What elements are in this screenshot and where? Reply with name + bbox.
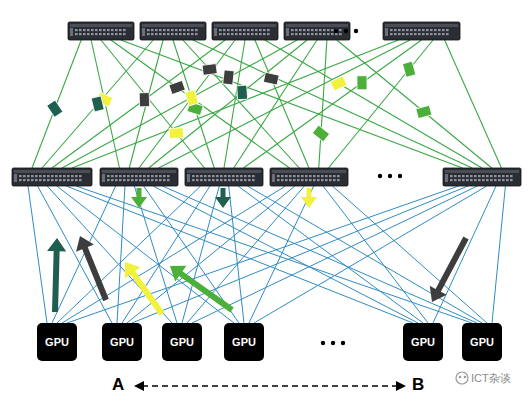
- endpoint-label: B: [412, 375, 424, 395]
- packet: [139, 93, 149, 107]
- gpu-box: GPU: [462, 323, 502, 361]
- leaf-gpu-link: [332, 186, 487, 323]
- packet: [47, 100, 63, 117]
- packet-layer: [47, 61, 432, 142]
- gpu-up-arrow: [170, 266, 234, 313]
- gpu-box: GPU: [162, 323, 202, 361]
- endpoint-label: A: [112, 375, 124, 395]
- spine-leaf-link: [72, 40, 398, 168]
- dashed-span-arrow: [134, 381, 406, 391]
- spine-switch: [212, 22, 278, 40]
- leaf-gpu-link: [62, 186, 286, 323]
- spine-leaf-link: [121, 40, 463, 168]
- leaf-gpu-link: [229, 186, 244, 323]
- leaf-gpu-link: [144, 186, 239, 323]
- leaf-down-arrow: [131, 188, 147, 208]
- switch-layer: [12, 22, 521, 186]
- leaf-gpu-link: [28, 186, 47, 323]
- spine-switch: [68, 22, 134, 40]
- leaf-gpu-link: [182, 186, 219, 323]
- leaf-switch: [100, 168, 178, 186]
- gpu-label: GPU: [411, 336, 435, 348]
- packet: [357, 76, 367, 90]
- gpu-label: GPU: [170, 336, 194, 348]
- packet: [185, 90, 199, 106]
- gpu-label: GPU: [470, 336, 494, 348]
- leaf-gpu-link: [76, 186, 472, 323]
- packet: [169, 80, 186, 94]
- leaf-gpu-link: [238, 186, 423, 323]
- leaf-gpu-link: [187, 186, 304, 323]
- packet: [330, 76, 347, 91]
- watermark: ICT杂谈: [471, 371, 511, 386]
- leaf-gpu-link: [249, 186, 314, 323]
- spine-switch: [383, 22, 460, 40]
- watermark-icon: [456, 372, 468, 384]
- gpu-up-arrow: [125, 262, 165, 316]
- leaf-gpu-link: [66, 186, 413, 323]
- packet: [263, 72, 279, 85]
- gpu-box: GPU: [403, 323, 443, 361]
- leaf-gpu-link: [117, 186, 125, 323]
- gpu-label: GPU: [110, 336, 134, 348]
- leaf-down-arrow: [301, 188, 317, 208]
- gpu-down-arrow: [430, 237, 469, 302]
- gpu-box: GPU: [224, 323, 264, 361]
- gpu-label: GPU: [232, 336, 256, 348]
- leaf-gpu-link: [47, 186, 172, 323]
- leaf-gpu-link: [492, 186, 505, 323]
- spine-leaf-link: [32, 40, 81, 168]
- spine-leaf-link: [244, 40, 422, 168]
- leaf-gpu-link: [254, 186, 487, 323]
- spine-leaf-link: [129, 40, 163, 168]
- spine-leaf-link: [234, 40, 317, 168]
- leaf-gpu-link: [67, 186, 459, 323]
- gpu-up-arrow: [47, 238, 66, 312]
- packet: [91, 96, 104, 112]
- spine-leaf-link: [52, 40, 225, 168]
- spine-leaf-link: [445, 40, 502, 168]
- spine-switch: [284, 22, 350, 40]
- spine-leaf-link: [329, 40, 434, 168]
- spine-leaf-link: [159, 40, 410, 168]
- spine-switch: [140, 22, 206, 40]
- spine-leaf-link: [62, 40, 297, 168]
- flow-arrows: [47, 188, 469, 316]
- packet: [416, 105, 432, 118]
- leaf-gpu-link: [52, 186, 116, 323]
- leaf-gpu-link: [38, 186, 112, 323]
- ellipsis-dots: [321, 29, 402, 345]
- leaf-gpu-link: [162, 186, 477, 323]
- leaf-gpu-link: [433, 186, 496, 323]
- spine-leaf-link: [91, 40, 119, 168]
- packet: [312, 125, 329, 142]
- spine-leaf-link: [319, 40, 327, 168]
- gpu-box: GPU: [37, 323, 77, 361]
- leaf-switch: [443, 168, 521, 186]
- leaf-gpu-link: [122, 186, 210, 323]
- leaf-gpu-link: [192, 186, 477, 323]
- packet: [202, 64, 217, 76]
- leaf-switch: [12, 168, 92, 186]
- leaf-switch: [270, 168, 348, 186]
- leaf-gpu-link: [132, 186, 468, 323]
- leaf-switch: [185, 168, 263, 186]
- packet: [223, 70, 235, 85]
- packet: [169, 128, 184, 139]
- spine-leaf-link: [139, 40, 235, 168]
- leaf-gpu-link: [247, 186, 482, 323]
- leaf-gpu-link: [153, 186, 418, 323]
- leaf-down-arrow: [215, 188, 231, 208]
- leaf-gpu-link: [323, 186, 428, 323]
- gpu-label: GPU: [45, 336, 69, 348]
- gpu-box: GPU: [102, 323, 142, 361]
- spine-leaf-link: [337, 40, 492, 168]
- link-layer: [28, 40, 505, 323]
- packet: [402, 61, 415, 77]
- packet: [237, 85, 248, 100]
- leaf-gpu-link: [57, 186, 201, 323]
- gpu-up-arrow: [76, 236, 109, 301]
